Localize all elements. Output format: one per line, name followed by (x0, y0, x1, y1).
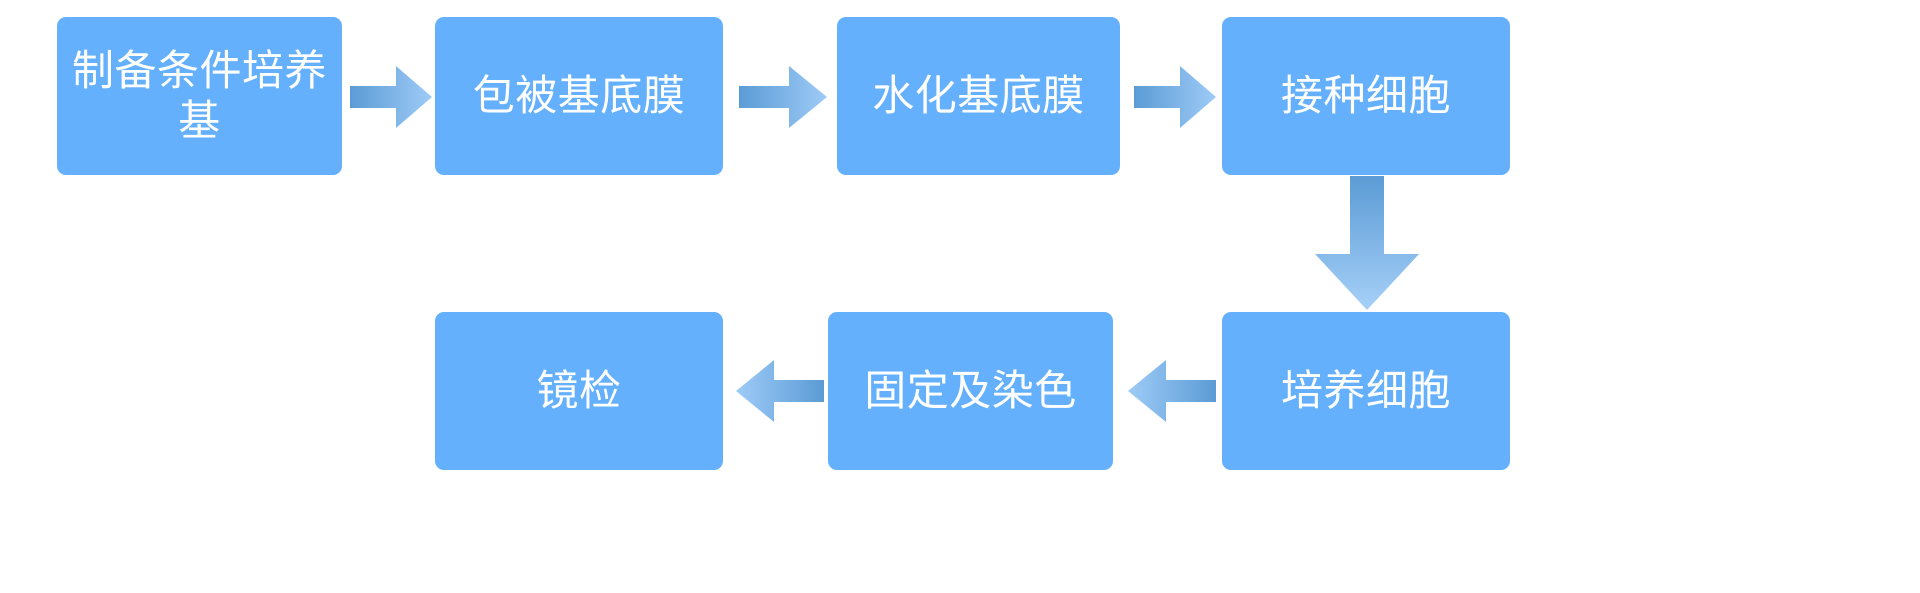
flow-node-7[interactable]: 镜检 (435, 312, 723, 470)
arrow-right-icon (1134, 66, 1216, 128)
flow-node-2[interactable]: 包被基底膜 (435, 17, 723, 175)
flow-node-3-label: 水化基底膜 (872, 72, 1085, 120)
flow-node-4-label: 接种细胞 (1280, 72, 1451, 120)
flow-node-1-label: 制备条件培养基 (71, 47, 327, 144)
flow-node-5[interactable]: 培养细胞 (1222, 312, 1510, 470)
arrow-right-icon (350, 66, 432, 128)
arrow-right-icon (739, 66, 827, 128)
arrow-down-1 (1315, 176, 1419, 310)
flow-node-4[interactable]: 接种细胞 (1222, 17, 1510, 175)
arrow-right-1 (350, 66, 432, 128)
arrow-right-2 (739, 66, 827, 128)
arrow-down-icon (1315, 176, 1419, 310)
arrow-left-icon (736, 360, 824, 422)
arrow-right-3 (1134, 66, 1216, 128)
flow-node-7-label: 镜检 (536, 367, 622, 415)
flow-node-6[interactable]: 固定及染色 (828, 312, 1113, 470)
flow-node-5-label: 培养细胞 (1280, 367, 1451, 415)
flow-node-3[interactable]: 水化基底膜 (837, 17, 1120, 175)
flow-node-1[interactable]: 制备条件培养基 (57, 17, 342, 175)
flow-node-6-label: 固定及染色 (864, 367, 1077, 415)
flow-node-2-label: 包被基底膜 (472, 72, 686, 120)
arrow-left-icon (1128, 360, 1216, 422)
arrow-left-1 (1128, 360, 1216, 422)
arrow-left-2 (736, 360, 824, 422)
